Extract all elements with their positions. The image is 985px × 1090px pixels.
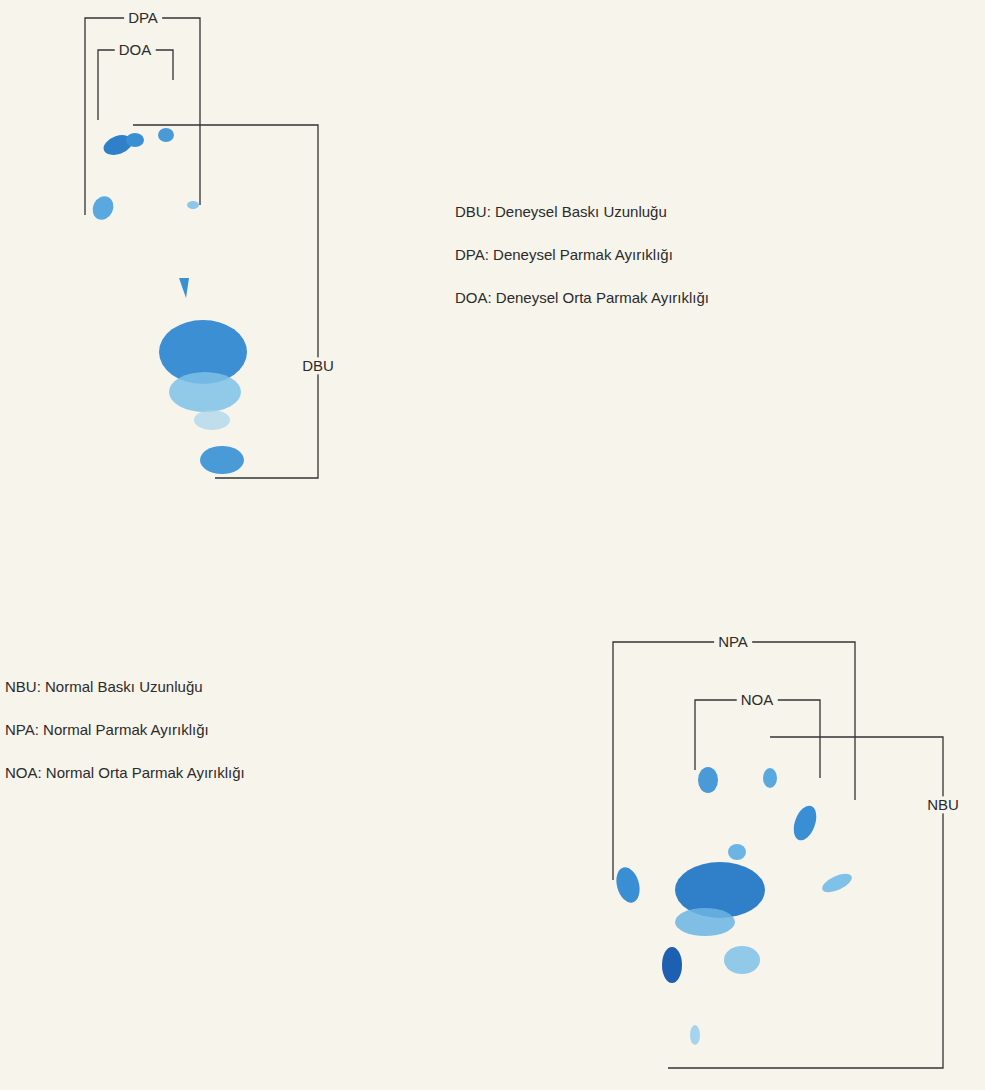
bracket-label: NPA	[714, 633, 752, 650]
bracket-label: NOA	[737, 691, 778, 708]
abbreviation-note: DOA: Deneysel Orta Parmak Ayırıklığı	[455, 289, 709, 306]
abbreviation-note: DPA: Deneysel Parmak Ayırıklığı	[455, 246, 673, 263]
bracket-label: NBU	[923, 796, 963, 813]
bracket-label: DPA	[124, 9, 162, 26]
abbreviation-note: NPA: Normal Parmak Ayırıklığı	[5, 721, 209, 738]
experimental-paw	[89, 128, 247, 474]
bracket-label: DOA	[115, 41, 156, 58]
measure-brackets	[85, 18, 943, 1068]
bracket-label: DBU	[298, 357, 338, 374]
abbreviation-note: NBU: Normal Baskı Uzunluğu	[5, 678, 203, 695]
normal-paw	[613, 767, 855, 1045]
abbreviation-note: NOA: Normal Orta Parmak Ayırıklığı	[5, 764, 245, 781]
abbreviation-note: DBU: Deneysel Baskı Uzunluğu	[455, 203, 667, 220]
